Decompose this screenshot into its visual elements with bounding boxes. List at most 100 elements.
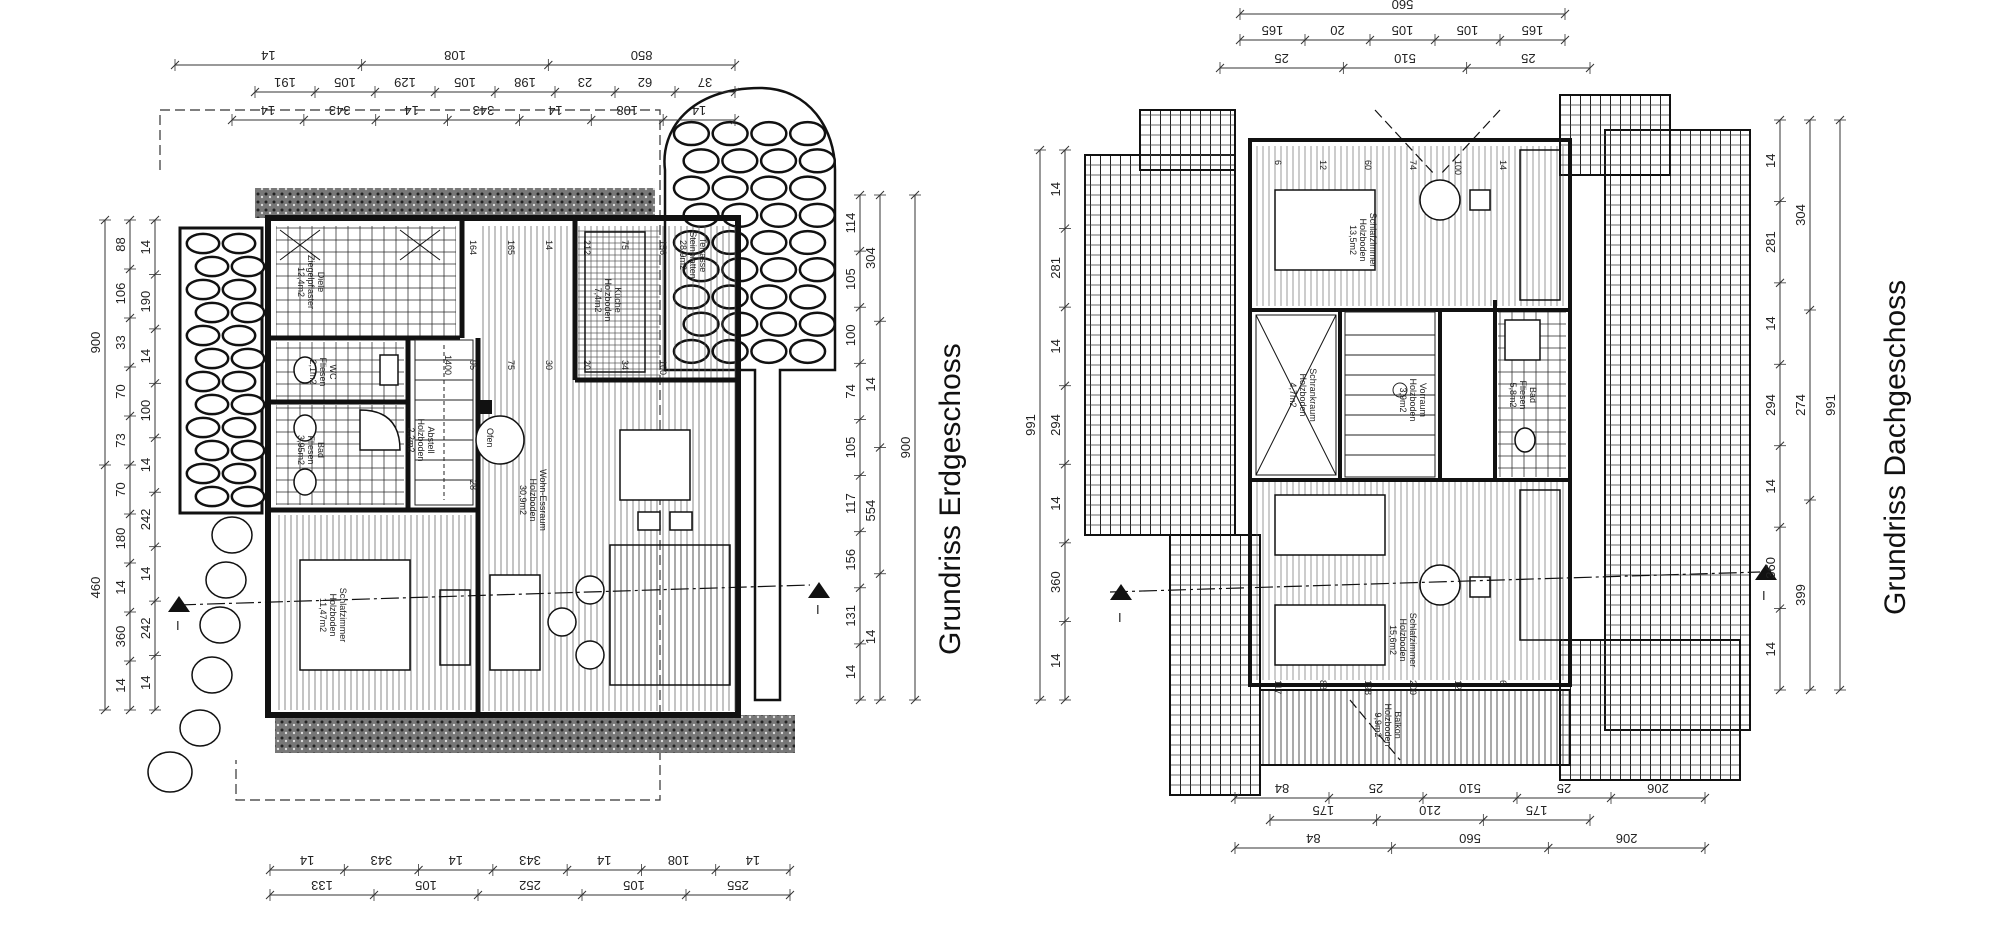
inner-dim-ground: 20	[582, 360, 592, 370]
room-name: Vorraum	[1418, 383, 1428, 417]
stone	[185, 370, 221, 393]
g-top-3-label: 14	[404, 103, 418, 118]
stone	[194, 393, 230, 416]
inner-dim-ground: 75	[620, 240, 630, 250]
g-top-3-label: 343	[329, 103, 351, 118]
stone	[221, 232, 257, 255]
a-right-1-label: 360	[1763, 557, 1778, 579]
attic-section-arrow-left	[1110, 584, 1132, 600]
room-floor: Holzboden	[1383, 703, 1393, 746]
a-top-1-label: 560	[1392, 0, 1414, 12]
g-right-3: 900	[898, 190, 921, 705]
g-right-2-label: 554	[863, 500, 878, 522]
stone	[788, 175, 827, 201]
stone	[672, 175, 711, 201]
room-name: Schrankraum	[1308, 368, 1318, 422]
inner-dim-attic: 198	[1363, 680, 1373, 695]
room-area: 9,9m2	[1373, 712, 1383, 737]
room-floor: Fliesen	[318, 357, 328, 386]
stone	[230, 347, 266, 370]
stone	[711, 120, 749, 147]
inner-dim-attic: 6	[1273, 160, 1283, 165]
room-floor: Holzboden	[1298, 373, 1308, 416]
attic-floor-title: Grundriss Dachgeschoss	[1879, 280, 1912, 615]
stone	[221, 324, 257, 347]
g-left-2-label: 180	[113, 528, 128, 550]
room-name: Balkon	[1393, 711, 1403, 739]
a-bottom-1-label: 25	[1557, 781, 1571, 796]
roof-left	[1084, 154, 1236, 536]
stone	[221, 462, 257, 485]
a-top-2-label: 105	[1392, 23, 1414, 38]
a-left-2-label: 14	[1048, 496, 1063, 510]
g-right-1-label: 74	[843, 384, 858, 398]
room-area: 13,5m2	[1348, 225, 1358, 255]
inner-dim-attic: 6	[1498, 680, 1508, 685]
g-top-3-label: 343	[473, 103, 495, 118]
g-top-2-label: 129	[394, 75, 416, 90]
room-name: Schlafzimmer	[338, 588, 348, 643]
stone	[750, 229, 788, 256]
room-name: Diele	[316, 272, 326, 293]
attic-dashed-lines	[1349, 109, 1501, 761]
g-top-1-label: 850	[631, 48, 653, 63]
roof-left-lower	[1169, 534, 1261, 796]
stone	[759, 257, 798, 283]
a-left-2-label: 294	[1048, 414, 1063, 436]
g-right-2-label: 14	[863, 630, 878, 644]
g-top-2-label: 105	[454, 75, 476, 90]
a-top-2-label: 165	[1262, 23, 1284, 38]
a-bottom-1-label: 84	[1275, 781, 1289, 796]
attic-closet	[1255, 314, 1337, 476]
g-bottom-2-label: 105	[415, 878, 437, 893]
stone	[672, 120, 711, 147]
ground-furniture	[299, 429, 731, 686]
a-top-2-label: 165	[1522, 23, 1544, 38]
room-name: Schlafzimmer	[1368, 213, 1378, 268]
label-oven: Ofen	[485, 428, 495, 448]
a-right-1-label: 294	[1763, 394, 1778, 416]
room-name: Terrasse	[698, 238, 708, 273]
a-left-2-label: 14	[1048, 653, 1063, 667]
g-bottom-1-label: 343	[519, 853, 541, 868]
a-bottom-2-label: 210	[1419, 803, 1441, 818]
stone	[185, 232, 221, 255]
g-left-1-label: 900	[88, 332, 103, 354]
g-left-3-label: 190	[138, 291, 153, 313]
stone	[798, 202, 836, 228]
stone	[194, 485, 230, 508]
g-left-2-label: 106	[113, 283, 128, 305]
a-bottom-3-label: 84	[1306, 831, 1320, 846]
inner-dim-attic: 88	[1318, 680, 1328, 690]
a-right-3-label: 991	[1823, 394, 1838, 416]
room-floor: Holzboden	[1408, 378, 1418, 421]
g-left-2-label: 14	[113, 678, 128, 692]
stone	[230, 301, 266, 324]
kitchen-counter	[584, 231, 646, 373]
g-top-1-label: 108	[444, 48, 466, 63]
g-left-2-label: 33	[113, 335, 128, 349]
stone	[798, 311, 836, 337]
g-bottom-2-label: 252	[519, 878, 541, 893]
g-right-1-label: 100	[843, 324, 858, 346]
attic-interior-walls	[1250, 300, 1570, 687]
room-name: Abstell	[426, 426, 436, 453]
room-area: 11,47m2	[318, 598, 328, 632]
inner-dim-ground: 14	[544, 240, 554, 250]
stone	[759, 202, 798, 228]
g-right-3-label: 900	[898, 437, 913, 459]
ground-section-arrow-right	[808, 582, 830, 598]
stone	[711, 175, 749, 201]
g-bottom-1-label: 14	[597, 853, 611, 868]
ground-floor-title: Grundriss Erdgeschoss	[934, 343, 967, 655]
